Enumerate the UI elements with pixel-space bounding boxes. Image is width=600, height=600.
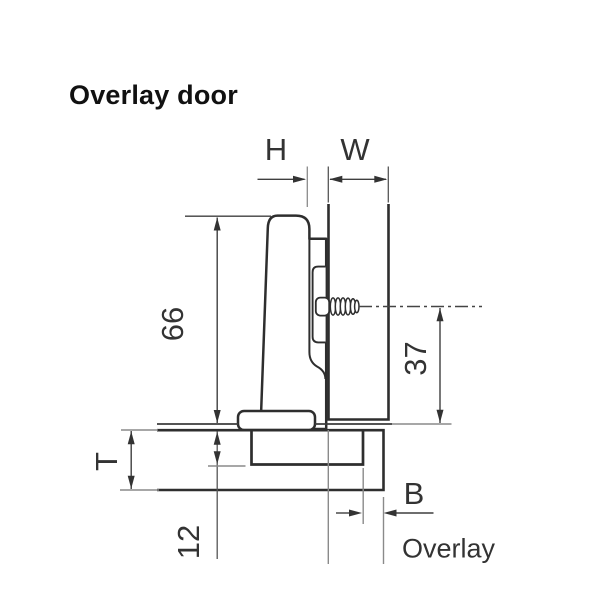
label-W: W bbox=[340, 132, 370, 167]
door-panel bbox=[157, 428, 385, 492]
arrow-down bbox=[436, 409, 444, 423]
arrow-down bbox=[213, 410, 221, 423]
arrow-up bbox=[436, 308, 444, 322]
page-title: Overlay door bbox=[69, 80, 238, 110]
arrow-right bbox=[293, 175, 306, 183]
hinge-arm bbox=[259, 214, 328, 431]
dim-H bbox=[257, 166, 308, 207]
arrow-down bbox=[127, 475, 135, 489]
label-T: T bbox=[89, 452, 124, 471]
dim-B bbox=[336, 468, 434, 564]
arrow-down bbox=[213, 451, 221, 465]
dim-12 bbox=[208, 431, 246, 559]
screw-head bbox=[314, 296, 331, 317]
arrow-up bbox=[213, 217, 221, 231]
label-37: 37 bbox=[398, 341, 433, 375]
arrow-up bbox=[213, 431, 221, 445]
dim-66 bbox=[185, 215, 271, 423]
mounting-screw bbox=[314, 296, 360, 317]
label-B: B bbox=[404, 476, 425, 511]
label-H: H bbox=[265, 132, 287, 167]
label-overlay: Overlay bbox=[402, 534, 496, 564]
arrow-up bbox=[127, 431, 135, 445]
dim-T bbox=[120, 429, 159, 491]
arrow-left bbox=[383, 509, 397, 517]
arm-inner-step-line bbox=[308, 238, 327, 380]
dim-37 bbox=[436, 308, 444, 423]
label-12: 12 bbox=[171, 525, 206, 559]
arrow-right bbox=[349, 509, 362, 517]
arrow-left bbox=[329, 175, 343, 183]
arrow-right bbox=[374, 175, 388, 183]
dim-W bbox=[327, 166, 389, 203]
label-66: 66 bbox=[155, 307, 190, 341]
hinge-flange bbox=[236, 409, 317, 432]
hinge-cup bbox=[250, 430, 365, 466]
